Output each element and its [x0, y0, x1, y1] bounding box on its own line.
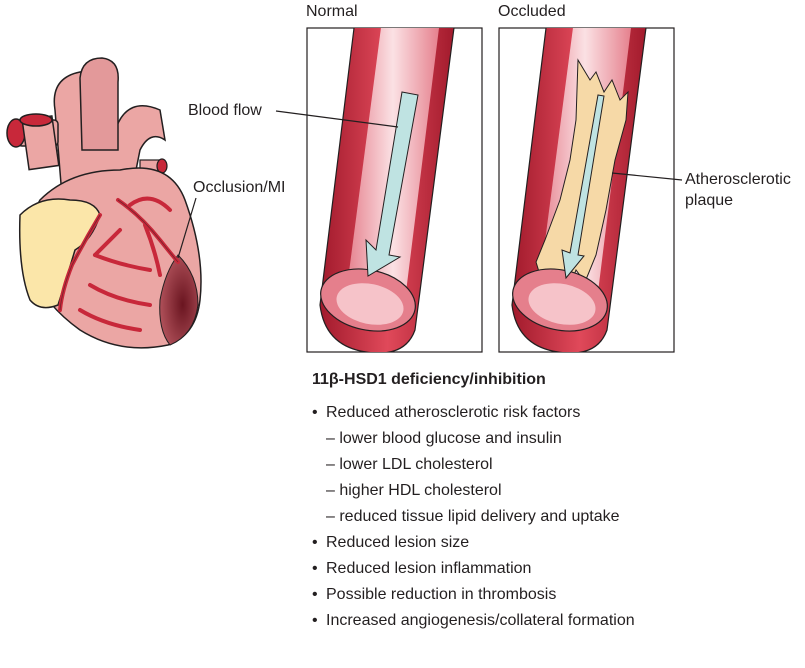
narrowed-flow-arrow — [561, 94, 605, 280]
notes-title: 11β-HSD1 deficiency/inhibition — [312, 371, 546, 388]
list-item-text: lower LDL cholesterol — [339, 456, 493, 473]
list-item-text: Reduced lesion inflammation — [326, 560, 532, 577]
sub-list-item: lower LDL cholesterol — [312, 452, 792, 478]
occluded-panel-label: Occluded — [498, 3, 566, 20]
occlusion-mi-label: Occlusion/MI — [193, 179, 286, 196]
effects-notes: 11β-HSD1 deficiency/inhibition Reduced a… — [312, 370, 792, 634]
normal-panel-label: Normal — [306, 3, 358, 20]
bullet-list-item: Reduced atherosclerotic risk factors — [312, 400, 792, 426]
atherosclerotic-plaque-label-line-2: plaque — [685, 192, 734, 209]
occlusion-leader-line — [177, 197, 197, 259]
bullet-list-item: Reduced lesion inflammation — [312, 556, 792, 582]
bullet-list-item: Reduced lesion size — [312, 530, 792, 556]
infarct-region — [159, 254, 199, 346]
list-item-text: higher HDL cholesterol — [339, 482, 502, 499]
normal-artery-panel — [275, 27, 483, 353]
list-item-text: Reduced lesion size — [326, 534, 470, 551]
list-item-text: reduced tissue lipid delivery and uptake — [339, 508, 620, 525]
pulmonary-artery — [79, 57, 119, 151]
atherosclerotic-plaque-label: Atherosclerotic plaque — [685, 169, 791, 211]
sub-list-item: lower blood glucose and insulin — [312, 426, 792, 452]
blood-flow-label: Blood flow — [188, 102, 262, 119]
heart-illustration — [6, 57, 202, 349]
plaque-leader-line — [611, 172, 683, 181]
sub-list-item: higher HDL cholesterol — [312, 478, 792, 504]
list-item-text: Reduced atherosclerotic risk factors — [326, 404, 581, 421]
blood-flow-arrow — [365, 91, 419, 277]
blood-flow-leader-line — [275, 110, 399, 128]
bullet-list-item: Increased angiogenesis/collateral format… — [312, 608, 792, 634]
list-item-text: lower blood glucose and insulin — [339, 430, 562, 447]
epicardial-fat — [18, 198, 101, 309]
atherosclerotic-plaque-label-line-1: Atherosclerotic — [685, 171, 791, 188]
bullet-list-item: Possible reduction in thrombosis — [312, 582, 792, 608]
list-item-text: Possible reduction in thrombosis — [326, 586, 557, 603]
notes-list: Reduced atherosclerotic risk factors lowe… — [312, 400, 792, 634]
superior-vessel-opening — [19, 113, 53, 127]
occluded-artery-panel — [498, 27, 683, 353]
list-item-text: Increased angiogenesis/collateral format… — [326, 612, 635, 629]
sub-list-item: reduced tissue lipid delivery and uptake — [312, 504, 792, 530]
